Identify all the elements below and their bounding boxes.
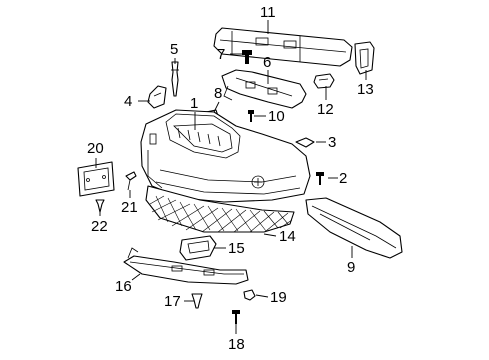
callout-17: 17: [164, 293, 181, 310]
callout-10: 10: [268, 108, 285, 125]
bracket-4-part: [147, 85, 167, 109]
callout-6: 6: [263, 54, 272, 71]
screw-2-part: [316, 172, 324, 185]
clip-17-part: [191, 293, 203, 309]
end-bracket-part: [354, 41, 375, 75]
callout-5: 5: [170, 41, 179, 58]
callout-12: 12: [317, 101, 334, 118]
push-pin-5-part: [171, 61, 179, 97]
callout-18: 18: [228, 336, 245, 353]
callout-9: 9: [347, 259, 356, 276]
lower-valance-part: [123, 247, 249, 285]
callout-15: 15: [228, 240, 245, 257]
callout-16: 16: [115, 278, 132, 295]
lower-grille-part: [145, 185, 295, 233]
callout-11: 11: [260, 4, 276, 21]
upper-absorber-part: [221, 69, 307, 109]
callout-20: 20: [87, 140, 104, 157]
callout-1: 1: [190, 95, 199, 112]
callout-22: 22: [91, 218, 108, 235]
callout-14: 14: [279, 228, 296, 245]
callout-4: 4: [124, 93, 133, 110]
leader-lines: [95, 20, 367, 334]
callout-21: 21: [121, 199, 138, 216]
fastener-10-part: [248, 110, 254, 122]
callout-2: 2: [339, 170, 348, 187]
clip-3-part: [295, 137, 315, 148]
pin-22-part: [95, 199, 105, 213]
bolt-21-part: [125, 171, 137, 191]
side-deflector-part: [305, 197, 403, 259]
bolt-18-part: [232, 310, 240, 324]
callout-19: 19: [270, 289, 287, 306]
reinforcement-bar-part: [213, 27, 353, 67]
callout-13: 13: [357, 81, 374, 98]
callout-7: 7: [217, 46, 226, 63]
callout-8: 8: [214, 85, 223, 102]
fog-bezel-part: [179, 235, 217, 261]
bolt-7-part: [242, 50, 252, 64]
callout-3: 3: [328, 134, 337, 151]
license-bracket-part: [77, 161, 115, 197]
clip-19-part: [243, 289, 256, 301]
retainer-12-part: [313, 73, 335, 89]
